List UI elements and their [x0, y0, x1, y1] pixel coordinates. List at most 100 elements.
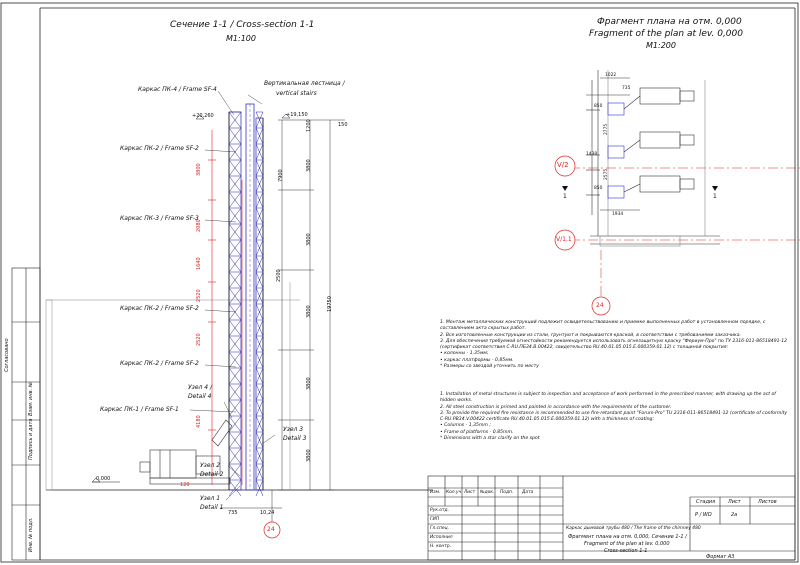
dim-right-3800e: 3800 — [306, 449, 312, 462]
tb-role-5: Н. контр. — [430, 544, 452, 549]
plan-scale: М1:200 — [646, 41, 676, 50]
note-en-6: * Dimensions with a star clarify on the … — [440, 436, 540, 442]
dimension-lines-right — [278, 119, 345, 491]
note-en-1: 1. Installation of metal structures is s… — [440, 392, 776, 404]
tb-title-3: Cross-section 1-1 — [604, 548, 648, 554]
callout-ladder-en: vertical stairs — [276, 90, 317, 97]
dim-right-19750: 19750 — [327, 296, 333, 312]
callout-node2-ru: Узел 2 — [200, 462, 221, 469]
plan-title-en: Fragment of the plan at lev. 0,000 — [589, 29, 743, 39]
axis-bubble-v2 — [554, 155, 576, 177]
tb-sheet: 2а — [731, 512, 738, 518]
dim-red-4180: 4180 — [196, 415, 202, 428]
axis-label-24-right: 24 — [596, 302, 604, 309]
dim-right-3800a: 3800 — [306, 159, 312, 172]
axis-bubble-24-right — [591, 296, 611, 316]
dim-right-2500: 2500 — [276, 269, 282, 282]
tb-head-ndoc: №док. — [480, 490, 495, 495]
tb-stage-head: Стадия — [696, 499, 716, 505]
axis-label-24-left: 24 — [267, 526, 275, 533]
tb-subject: Каркас дымовой трубы 480 / The frame of … — [566, 526, 701, 531]
tb-sheets-head: Листов — [758, 499, 777, 505]
plan-title-ru: Фрагмент плана на отм. 0,000 — [597, 17, 742, 27]
side-stamp-grid — [11, 267, 41, 561]
axis-label-v2: V/2 — [557, 161, 569, 169]
tb-role-2: ГИП — [430, 517, 440, 522]
section-mark-right: 1 — [713, 193, 717, 200]
note-en-5: • Frame of platforms - 0,85mm. — [440, 429, 514, 435]
left-view-title: Сечение 1-1 / Cross-section 1-1 — [170, 20, 315, 30]
tb-role-4: Исполнил — [430, 535, 453, 540]
tb-format: Формат А3 — [706, 554, 735, 560]
dim-red-120: 120 — [180, 482, 190, 488]
frame-bracing — [228, 111, 264, 497]
dim-red-1640: 1640 — [196, 257, 202, 270]
stamp-agreed: Согласовано — [4, 338, 10, 372]
dim-red-3800: 3800 — [196, 163, 202, 176]
dim-right-150: 150 — [338, 122, 348, 128]
title-block-grid — [427, 475, 796, 561]
tb-head-izm: Изм. — [430, 490, 441, 495]
note-en-2: 2. All steel construction is primed and … — [440, 404, 672, 410]
dim-red-2520b: 2520 — [196, 333, 202, 346]
plan-dim-1438: 1438 — [586, 152, 598, 157]
axis-label-v11: V/1,1 — [556, 236, 572, 243]
callout-frame-sf2-top: Каркас ПК-2 / Frame SF-2 — [120, 145, 199, 152]
note-ru-4: • колонны - 1,35мм; — [440, 351, 489, 357]
callout-node2-en: Detail 2 — [200, 471, 224, 478]
tb-role-3: Гл.спец. — [430, 526, 450, 531]
note-ru-6: * Размеры со звездой уточнить по месту — [440, 364, 539, 370]
plan-dim-2775: 2775 — [604, 123, 609, 135]
callout-frame-sf2-mid: Каркас ПК-2 / Frame SF-2 — [120, 305, 199, 312]
callout-node4-ru: Узел 4 / — [188, 384, 213, 391]
plan-dim-2575: 2575 — [604, 168, 609, 180]
tb-head-data: Дата — [522, 490, 534, 495]
callout-frame-sf4: Каркас ПК-4 / Frame SF-4 — [138, 86, 217, 93]
stamp-inv-orig: Инв. № подл. — [28, 517, 34, 553]
tb-head-kol: Кол.уч — [446, 490, 462, 495]
plan-linework — [586, 70, 720, 247]
dim-bottom-735: 735 — [228, 510, 238, 516]
plan-dim-1022: 1022 — [605, 73, 617, 78]
tb-sheet-head: Лист — [728, 499, 741, 505]
note-ru-3: 3. Для обеспечения требуемой огнестойкос… — [440, 338, 788, 351]
level-stair-top: +19,150 — [286, 112, 308, 118]
callout-node3-en: Detail 3 — [283, 435, 307, 442]
dim-bottom-1024: 10,24 — [260, 510, 275, 516]
red-dimension-line — [208, 130, 243, 485]
dim-right-1200: 1200 — [306, 119, 312, 132]
callout-node1-ru: Узел 1 — [200, 495, 221, 502]
stamp-inv-repl: Взам. инв. № — [28, 382, 34, 416]
plan-dim-1934: 1934 — [612, 212, 624, 217]
note-en-3: 3. To provide the required fire resistan… — [440, 410, 788, 423]
notes-russian: 1. Монтаж металлических конструкций подл… — [440, 320, 790, 370]
plan-dim-735: 735 — [622, 86, 631, 91]
tb-head-list: Лист — [464, 490, 476, 495]
note-ru-5: • каркас платформы - 0,85мм. — [440, 357, 514, 363]
callout-node4-en: Detail 4 — [188, 393, 212, 400]
plan-dim-850a: 850 — [594, 104, 603, 109]
note-en-4: • Columns - 1,35mm ; — [440, 423, 491, 429]
callout-ladder-ru: Вертикальная лестница / — [264, 80, 345, 87]
left-view-scale: М1:100 — [226, 34, 256, 43]
callout-frame-sf3: Каркас ПК-3 / Frame SF-3 — [120, 215, 199, 222]
tb-title-2: Fragment of the plan at lev. 0,000 — [584, 541, 670, 547]
boiler-unit — [139, 449, 231, 485]
tb-head-podp: Подп. — [500, 490, 514, 495]
callout-node3-ru: Узел 3 — [283, 426, 304, 433]
dim-right-3800c: 3800 — [306, 305, 312, 318]
stamp-sign-date: Подпись и дата — [28, 418, 34, 460]
level-ground: 0,000 — [96, 476, 111, 482]
tb-role-1: Рук.отд. — [430, 508, 449, 513]
axis-bubble-v11 — [554, 229, 576, 251]
note-ru-1: 1. Монтаж металлических конструкций подл… — [440, 320, 766, 332]
callout-frame-sf1: Каркас ПК-1 / Frame SF-1 — [100, 406, 179, 413]
axis-bubble-24-left — [263, 521, 281, 539]
tb-stage: Р / WD — [695, 512, 712, 518]
level-top: +20,260 — [192, 113, 214, 119]
plan-dim-850b: 850 — [594, 186, 603, 191]
callout-node1-en: Detail 1 — [200, 504, 224, 511]
note-ru-2: 2. Все изготовленные конструкции из стал… — [440, 332, 742, 338]
notes-english: 1. Installation of metal structures is s… — [440, 392, 790, 442]
